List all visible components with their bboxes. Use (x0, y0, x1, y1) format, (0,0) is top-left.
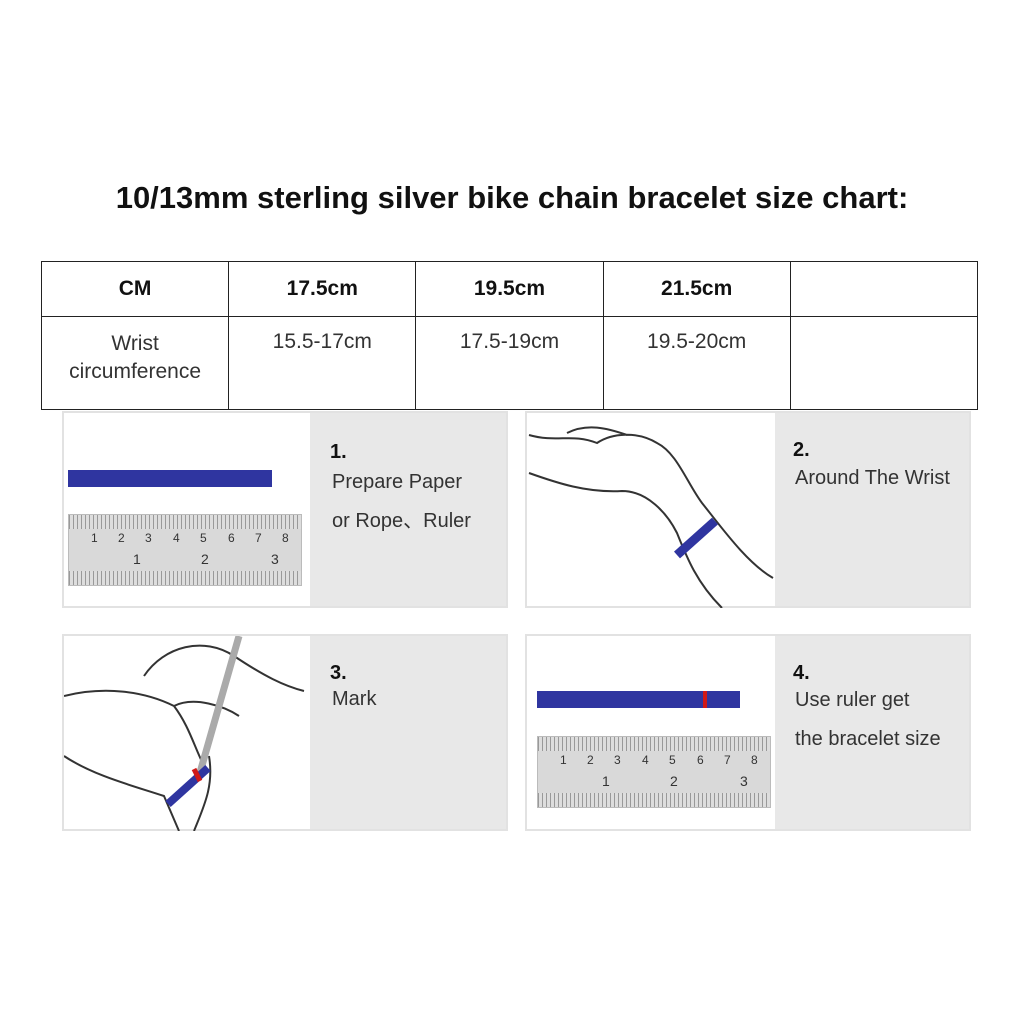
step-number: 1. (330, 441, 347, 463)
header-cell: 17.5cm (228, 261, 417, 317)
step-number: 2. (793, 439, 810, 461)
paper-strip (68, 470, 272, 487)
step-2-panel: 2. Around The Wrist (525, 411, 971, 608)
step-3-panel: 3. Mark (62, 634, 508, 831)
header-cell: 21.5cm (602, 261, 791, 317)
header-cell: 19.5cm (415, 261, 604, 317)
table-cell: 15.5-17cm (228, 316, 417, 410)
marked-strip (537, 691, 740, 708)
table-header-row: CM 17.5cm 19.5cm 21.5cm (40, 261, 979, 317)
step-text: Mark (332, 688, 377, 710)
step-number: 3. (330, 662, 347, 684)
size-table: CM 17.5cm 19.5cm 21.5cm Wrist circumfere… (40, 261, 979, 410)
table-cell: 17.5-19cm (415, 316, 604, 410)
page-title: 10/13mm sterling silver bike chain brace… (115, 180, 909, 215)
table-row: Wrist circumference 15.5-17cm 17.5-19cm … (40, 316, 979, 410)
table-cell: 19.5-20cm (602, 316, 791, 410)
wrist-illustration (528, 426, 774, 608)
mark-line (703, 691, 707, 708)
header-cell (789, 261, 979, 317)
table-cell (789, 316, 979, 410)
step-text: Around The Wrist (795, 467, 950, 489)
step-number: 4. (793, 662, 810, 684)
header-cell: CM (40, 261, 230, 317)
row-label: Wrist circumference (40, 316, 230, 410)
marking-illustration (64, 636, 305, 831)
